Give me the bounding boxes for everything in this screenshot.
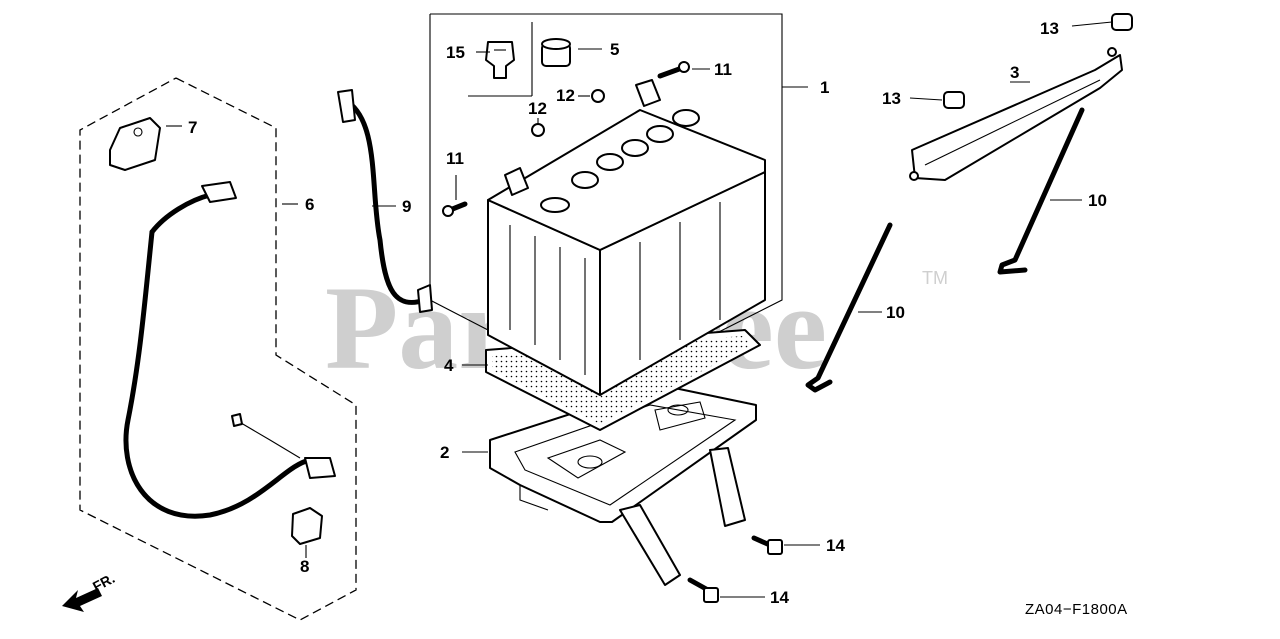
battery-cap xyxy=(541,38,571,67)
callout-10-right: 10 xyxy=(1088,191,1107,210)
callout-2: 2 xyxy=(440,443,449,462)
battery-tray xyxy=(489,384,757,586)
negative-cable xyxy=(337,89,433,313)
bolt-14-upper xyxy=(751,535,783,555)
leader-lines xyxy=(166,21,1113,598)
callout-11-upper: 11 xyxy=(714,60,732,79)
terminal-cover-7 xyxy=(109,117,161,171)
callout-15: 15 xyxy=(446,43,465,62)
bolt-14-lower xyxy=(687,577,719,603)
callout-5: 5 xyxy=(610,40,619,59)
callout-1: 1 xyxy=(820,78,829,97)
callout-14-upper: 14 xyxy=(826,536,845,555)
positive-cable xyxy=(123,181,336,519)
callout-12-lower: 12 xyxy=(528,99,547,118)
diagram-code: ZA04−F1800A xyxy=(1025,601,1128,618)
nut-12-upper xyxy=(591,89,605,103)
cable-group-outline xyxy=(79,77,357,621)
hold-down-rod-left xyxy=(805,222,893,393)
battery xyxy=(487,79,766,396)
callout-4: 4 xyxy=(444,356,454,375)
nut-12-lower xyxy=(531,123,545,137)
callout-6: 6 xyxy=(305,195,314,214)
callout-11-lower: 11 xyxy=(446,149,464,168)
callout-7: 7 xyxy=(188,118,197,137)
callout-3: 3 xyxy=(1010,63,1019,82)
nut-13-upper xyxy=(1111,13,1133,31)
breather-fitting xyxy=(485,41,515,79)
trademark: TM xyxy=(922,268,948,288)
hold-down-rod-right xyxy=(997,107,1085,275)
callout-10-left: 10 xyxy=(886,303,905,322)
callout-14-lower: 14 xyxy=(770,588,789,607)
nut-13-lower xyxy=(943,91,965,109)
callout-13-upper: 13 xyxy=(1040,19,1059,38)
terminal-cover-8 xyxy=(291,507,323,545)
callout-9: 9 xyxy=(402,197,411,216)
callout-12-upper: 12 xyxy=(556,86,575,105)
callout-13-lower: 13 xyxy=(882,89,901,108)
callout-8: 8 xyxy=(300,557,309,576)
front-arrow-icon: FR. xyxy=(62,570,117,612)
bolt-11-upper xyxy=(657,61,690,79)
bolt-11-lower xyxy=(442,201,468,217)
battery-holder-bracket xyxy=(909,47,1123,181)
